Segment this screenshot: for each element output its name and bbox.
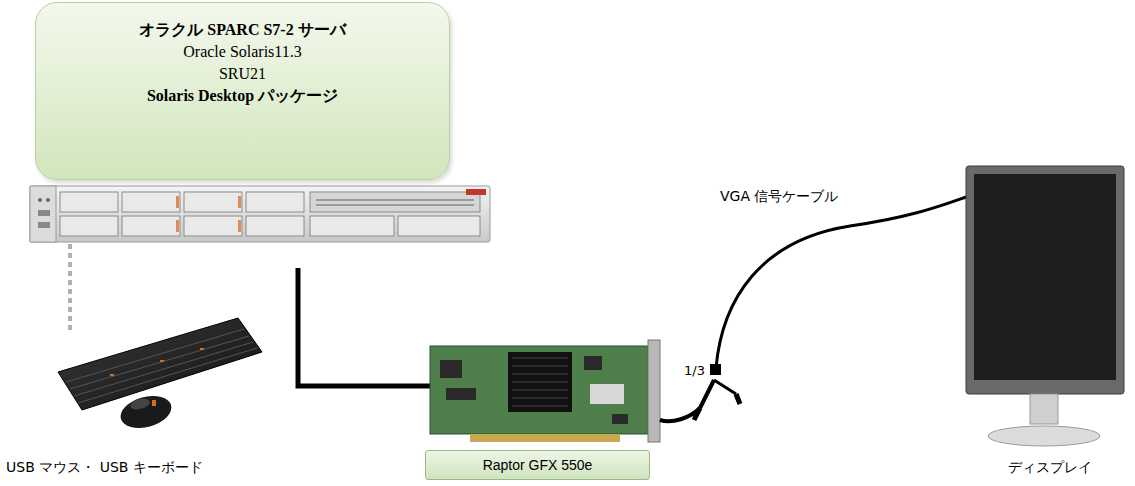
keyboard-illustration (58, 318, 262, 410)
server-text: SRU21 (44, 63, 441, 85)
card-name: Raptor GFX 550e (434, 451, 641, 479)
vga-cable (660, 194, 975, 421)
usb-link (68, 244, 72, 330)
server-text: Solaris Desktop パッケージ (44, 85, 441, 107)
cable-connector (710, 364, 721, 375)
part-label: VGA 信号ケーブル (720, 187, 838, 205)
server-illustration (30, 186, 490, 242)
part-label: ディスプレイ (1008, 458, 1092, 476)
part-label: 1/3 (684, 362, 705, 380)
mouse-illustration (117, 391, 175, 433)
part-label: USB マウス・ USB キーボード (6, 458, 203, 476)
server-text: Oracle Solaris11.3 (44, 41, 441, 63)
server-box: オラクル SPARC S7-2 サーバOracle Solaris11.3SRU… (35, 2, 450, 180)
card-label-box: Raptor GFX 550e (425, 450, 650, 480)
pcie-link (298, 268, 440, 386)
graphics-card-illustration (430, 340, 660, 442)
server-text: オラクル SPARC S7-2 サーバ (44, 19, 441, 41)
monitor-illustration (966, 166, 1124, 446)
